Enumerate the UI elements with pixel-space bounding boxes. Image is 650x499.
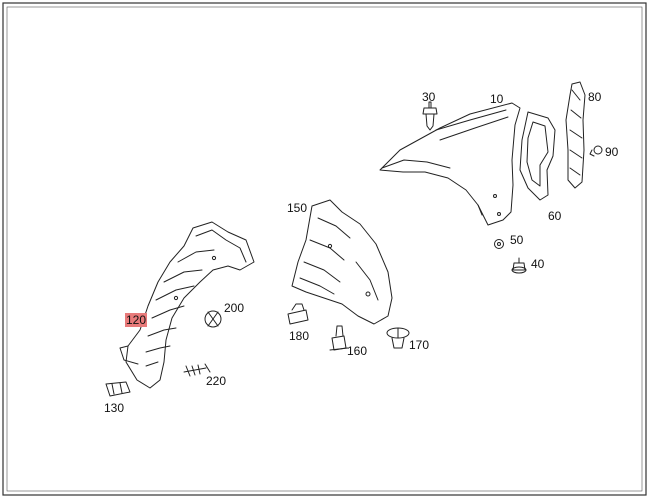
wheelarch-liner-part-120[interactable] — [119, 221, 255, 389]
clip-part-30[interactable] — [422, 101, 438, 131]
callout-90[interactable]: 90 — [605, 145, 619, 159]
screw-part-220[interactable] — [183, 363, 211, 377]
fender-seal-part-60[interactable] — [519, 111, 556, 201]
callout-180[interactable]: 180 — [289, 329, 310, 343]
callout-220[interactable]: 220 — [206, 374, 227, 388]
callout-50[interactable]: 50 — [510, 233, 524, 247]
callout-150[interactable]: 150 — [287, 201, 308, 215]
callout-60[interactable]: 60 — [548, 209, 562, 223]
callout-160[interactable]: 160 — [347, 344, 368, 358]
clip-part-180[interactable] — [287, 303, 309, 325]
screw-part-90[interactable] — [589, 145, 603, 157]
clip-part-130[interactable] — [105, 381, 131, 397]
washer-part-50[interactable] — [494, 239, 504, 249]
grommet-part-200[interactable] — [204, 310, 222, 328]
rivet-part-170[interactable] — [386, 327, 410, 349]
support-part-80[interactable] — [565, 81, 586, 189]
callout-10[interactable]: 10 — [490, 92, 504, 106]
callout-30[interactable]: 30 — [422, 90, 436, 104]
callout-130[interactable]: 130 — [104, 401, 125, 415]
callout-120[interactable]: 120 — [125, 313, 148, 327]
wheelarch-liner-part-150[interactable] — [291, 199, 393, 325]
callout-170[interactable]: 170 — [409, 338, 430, 352]
fender-part-10[interactable] — [379, 102, 521, 226]
clip-part-160[interactable] — [329, 325, 349, 351]
callout-200[interactable]: 200 — [224, 301, 245, 315]
callout-80[interactable]: 80 — [588, 90, 602, 104]
callout-40[interactable]: 40 — [531, 257, 545, 271]
nut-part-40[interactable] — [511, 257, 527, 274]
